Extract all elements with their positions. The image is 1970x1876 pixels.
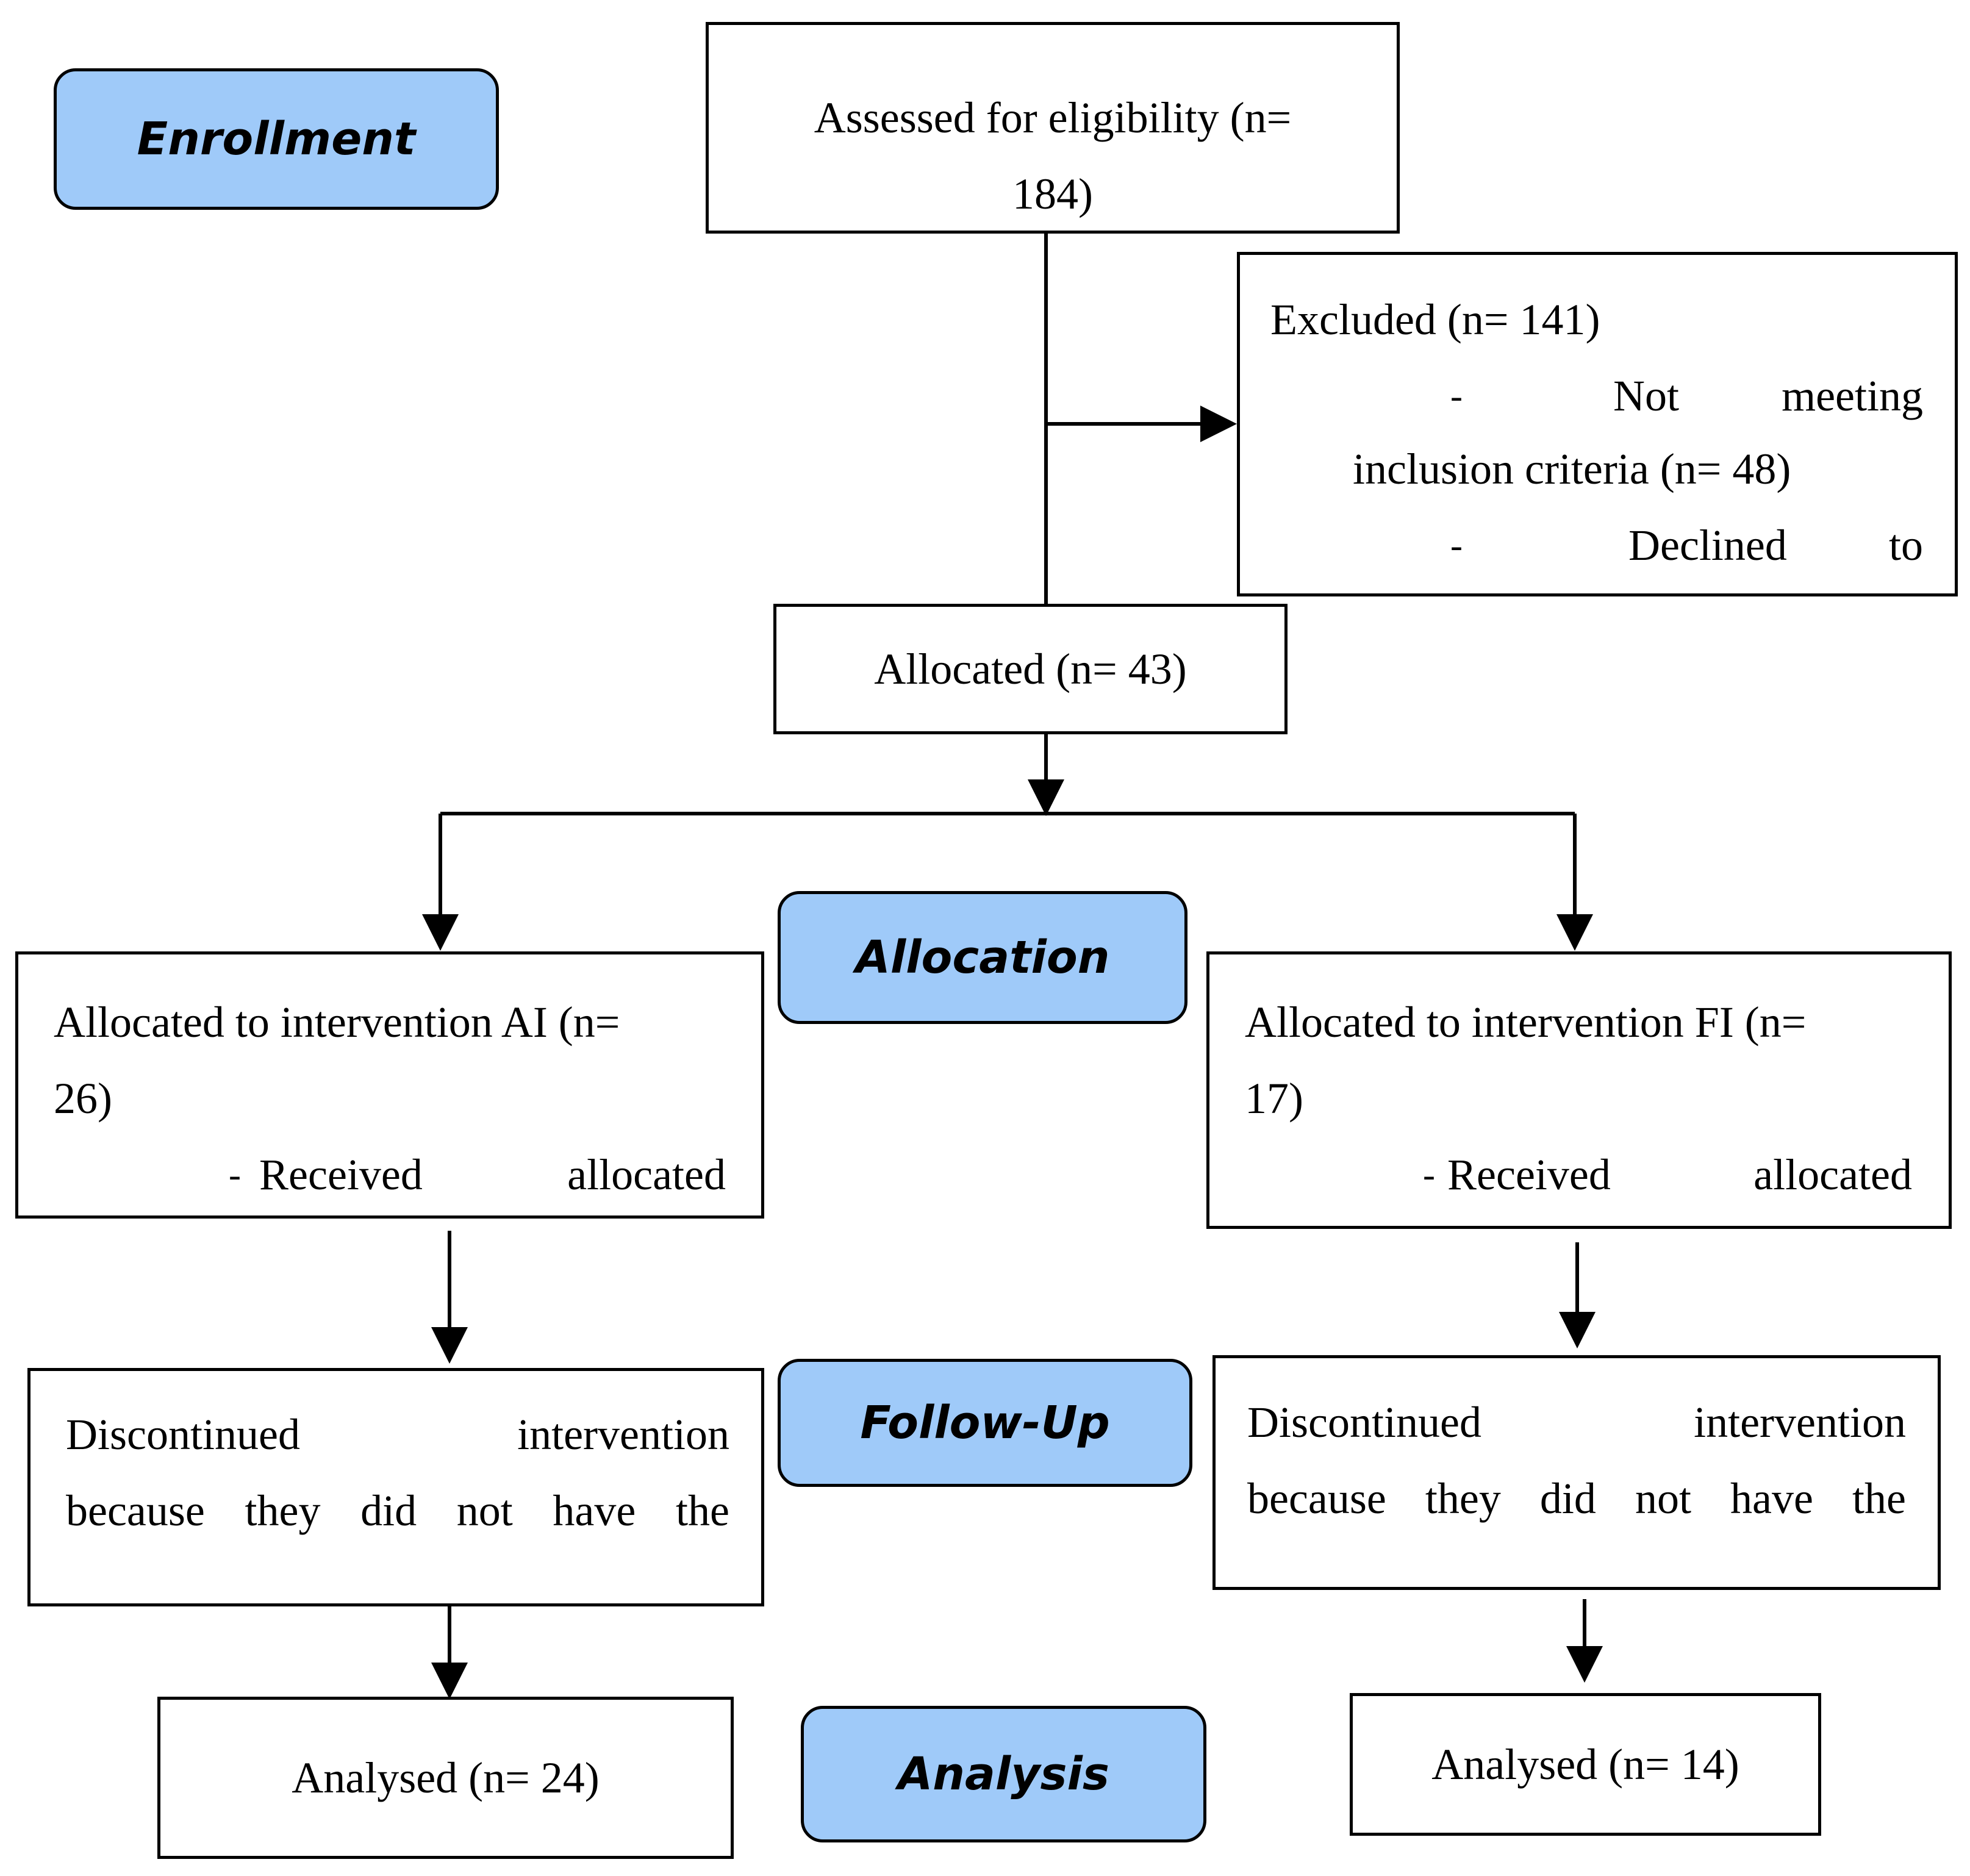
discontinued-fi-w5: have <box>1730 1474 1813 1523</box>
excluded-item2-declined: Declined <box>1628 521 1787 570</box>
arm-ai-line1: Allocated to intervention AI (n= <box>54 998 620 1047</box>
assessed-line2: 184) <box>1012 170 1093 218</box>
discontinued-fi-word1: Discontinued <box>1247 1398 1481 1447</box>
arm-fi-line1: Allocated to intervention FI (n= <box>1245 998 1807 1047</box>
arm-fi-allocated: allocated <box>1753 1150 1912 1199</box>
allocated-box: Allocated (n= 43) <box>773 604 1288 734</box>
excluded-title: Excluded (n= 141) <box>1270 295 1600 344</box>
stage-analysis: Analysis <box>801 1706 1206 1842</box>
assessed-box: Assessed for eligibility (n= 184) <box>706 22 1400 234</box>
allocated-label: Allocated (n= 43) <box>874 645 1187 693</box>
discontinued-ai-w5: have <box>553 1486 636 1535</box>
excluded-bullet-1: - <box>1450 376 1463 416</box>
discontinued-ai-word1: Discontinued <box>66 1410 300 1459</box>
discontinued-ai-w3: did <box>360 1486 417 1535</box>
excluded-item2-to: to <box>1888 521 1923 570</box>
discontinued-fi-w3: did <box>1539 1474 1596 1523</box>
discontinued-fi-line2: because they did not have the <box>1247 1461 1906 1537</box>
stage-enrollment: Enrollment <box>54 68 499 210</box>
stage-followup: Follow-Up <box>778 1359 1192 1487</box>
discontinued-fi-w6: the <box>1852 1474 1906 1523</box>
discontinued-fi-w2: they <box>1425 1474 1501 1523</box>
stage-allocation-label: Allocation <box>855 931 1110 984</box>
assessed-line1: Assessed for eligibility (n= <box>814 93 1292 142</box>
discontinued-ai-w2: they <box>245 1486 321 1535</box>
arm-fi-bullet: - <box>1423 1155 1435 1195</box>
arm-ai-allocated: allocated <box>567 1150 726 1199</box>
discontinued-ai-w1: because <box>66 1486 205 1535</box>
discontinued-fi-word2: intervention <box>1694 1398 1906 1447</box>
arm-fi-line2: 17) <box>1245 1074 1303 1123</box>
stage-analysis-label: Analysis <box>898 1748 1109 1800</box>
excluded-item1-line2: inclusion criteria (n= 48) <box>1353 445 1791 493</box>
stage-enrollment-label: Enrollment <box>137 113 416 165</box>
stage-followup-label: Follow-Up <box>860 1397 1110 1449</box>
excluded-bullet-2: - <box>1450 525 1463 565</box>
arm-fi-box: Allocated to intervention FI (n= 17) - R… <box>1206 951 1952 1229</box>
discontinued-fi-box: Discontinued intervention because they d… <box>1212 1355 1941 1590</box>
stage-allocation: Allocation <box>778 891 1187 1024</box>
discontinued-ai-w6: the <box>675 1486 729 1535</box>
arm-ai-box: Allocated to intervention AI (n= 26) - R… <box>15 951 764 1219</box>
discontinued-ai-box: Discontinued intervention because they d… <box>27 1368 764 1606</box>
excluded-item1-not: Not <box>1613 371 1679 420</box>
arm-fi-received: Received <box>1447 1150 1611 1199</box>
discontinued-ai-w4: not <box>456 1486 513 1535</box>
arm-ai-received: Received <box>259 1150 423 1199</box>
analysed-fi-box: Analysed (n= 14) <box>1350 1693 1821 1836</box>
discontinued-ai-word2: intervention <box>517 1410 729 1459</box>
analysed-fi-label: Analysed (n= 14) <box>1431 1740 1739 1789</box>
excluded-item1-meeting: meeting <box>1782 371 1923 420</box>
discontinued-fi-w4: not <box>1635 1474 1691 1523</box>
analysed-ai-label: Analysed (n= 24) <box>292 1753 600 1802</box>
arm-ai-bullet: - <box>229 1155 241 1195</box>
discontinued-fi-w1: because <box>1247 1474 1386 1523</box>
arm-ai-line2: 26) <box>54 1074 112 1123</box>
excluded-box: Excluded (n= 141) - Not meeting inclusion cr… <box>1237 252 1958 596</box>
analysed-ai-box: Analysed (n= 24) <box>157 1697 734 1859</box>
discontinued-ai-line2: because they did not have the <box>66 1473 729 1549</box>
